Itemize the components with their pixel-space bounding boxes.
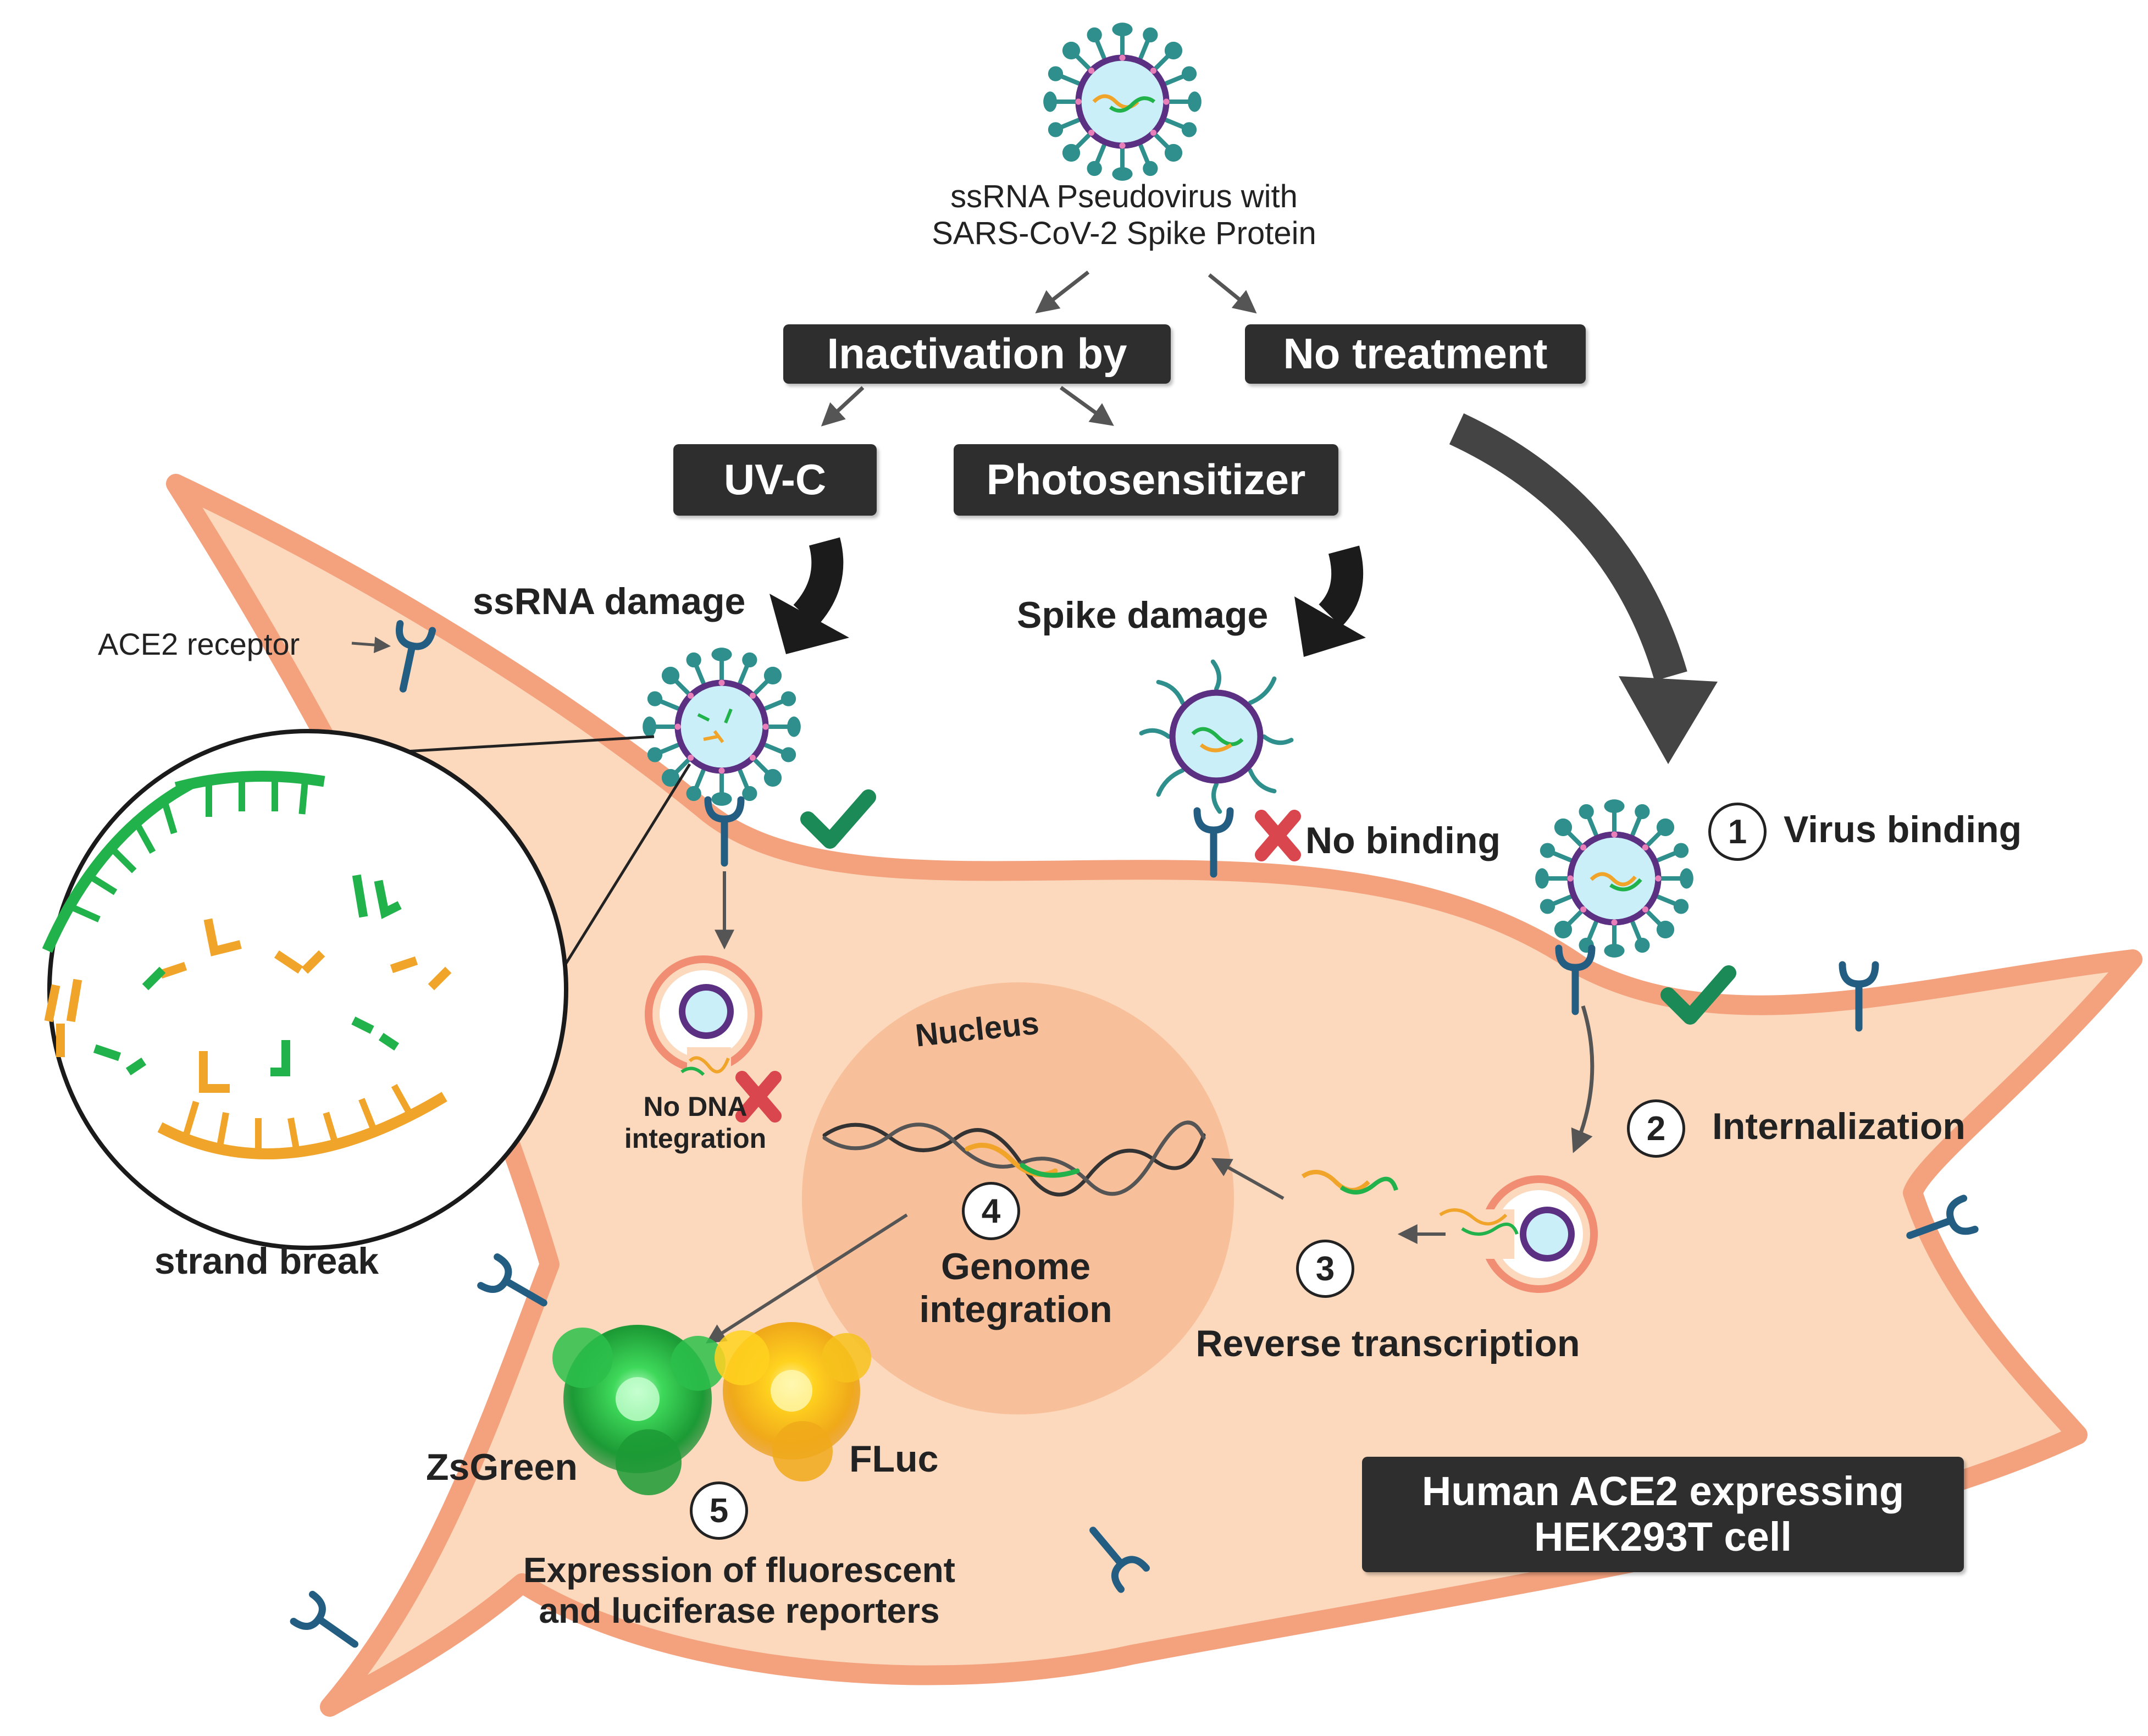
check-icon xyxy=(800,789,876,849)
pseudovirus-icon xyxy=(1043,23,1202,181)
uvc-arrow xyxy=(793,537,844,627)
step-5-label: Expression of fluorescent and luciferase… xyxy=(523,1550,955,1631)
no-dna-line2: integration xyxy=(624,1123,767,1154)
uvc-box: UV-C xyxy=(673,444,877,516)
strand-break-label: strand break xyxy=(154,1240,379,1282)
cell-type-box: Human ACE2 expressing HEK293T cell xyxy=(1362,1457,1964,1572)
no-dna-line1: No DNA xyxy=(643,1091,748,1122)
cross-icon xyxy=(735,1071,782,1123)
ace2-receptor-label: ACE2 receptor xyxy=(98,627,300,661)
step-5-line1: Expression of fluorescent xyxy=(523,1550,955,1590)
step-1-badge: 1 xyxy=(1708,803,1767,861)
step-2-label: Internalization xyxy=(1712,1105,1966,1147)
strand-break-fragments xyxy=(42,771,452,1159)
step-4-line2: integration xyxy=(919,1289,1112,1331)
cell-type-line2: HEK293T cell xyxy=(1534,1514,1792,1560)
step-5-badge: 5 xyxy=(690,1481,748,1540)
ssrna-damage-label: ssRNA damage xyxy=(473,580,746,622)
zsgreen-label: ZsGreen xyxy=(426,1446,578,1488)
step-5-line2: and luciferase reporters xyxy=(539,1590,940,1630)
cell-type-line1: Human ACE2 expressing xyxy=(1421,1468,1905,1514)
photosensitizer-arrow xyxy=(1318,545,1364,627)
receptor-icon xyxy=(294,1594,364,1657)
step-3-badge: 3 xyxy=(1296,1240,1354,1298)
fluc-protein-icon xyxy=(715,1322,871,1481)
no-treatment-box: No treatment xyxy=(1245,324,1586,384)
step-4-label: Genome integration xyxy=(919,1245,1112,1331)
source-title: ssRNA Pseudovirus with SARS-CoV-2 Spike … xyxy=(932,179,1316,252)
step-3-label: Reverse transcription xyxy=(1195,1323,1580,1364)
inactivation-box: Inactivation by xyxy=(783,324,1171,384)
photosensitizer-box: Photosensitizer xyxy=(954,444,1338,516)
nucleus-shape xyxy=(802,982,1234,1414)
source-title-line2: SARS-CoV-2 Spike Protein xyxy=(932,215,1316,251)
no-dna-integration-label: No DNA integration xyxy=(624,1091,766,1154)
cross-icon xyxy=(1255,810,1301,861)
zoom-circle xyxy=(47,729,568,1250)
source-title-line1: ssRNA Pseudovirus with xyxy=(950,179,1298,214)
step-4-line1: Genome xyxy=(940,1246,1091,1287)
endosome-icon xyxy=(1439,1175,1598,1293)
endosome-icon xyxy=(645,955,762,1076)
check-icon xyxy=(1660,965,1736,1025)
no-treatment-arrow xyxy=(1449,413,1687,681)
uvc-virus-icon xyxy=(643,648,801,806)
zsgreen-protein-icon xyxy=(552,1325,726,1495)
dna-helix xyxy=(822,1120,1206,1197)
step-2-badge: 2 xyxy=(1627,1099,1685,1158)
no-binding-label: No binding xyxy=(1305,820,1501,861)
step-1-label: Virus binding xyxy=(1784,809,2022,850)
spike-damage-label: Spike damage xyxy=(1017,594,1269,636)
step-4-badge: 4 xyxy=(962,1182,1020,1240)
fluc-label: FLuc xyxy=(849,1438,939,1480)
